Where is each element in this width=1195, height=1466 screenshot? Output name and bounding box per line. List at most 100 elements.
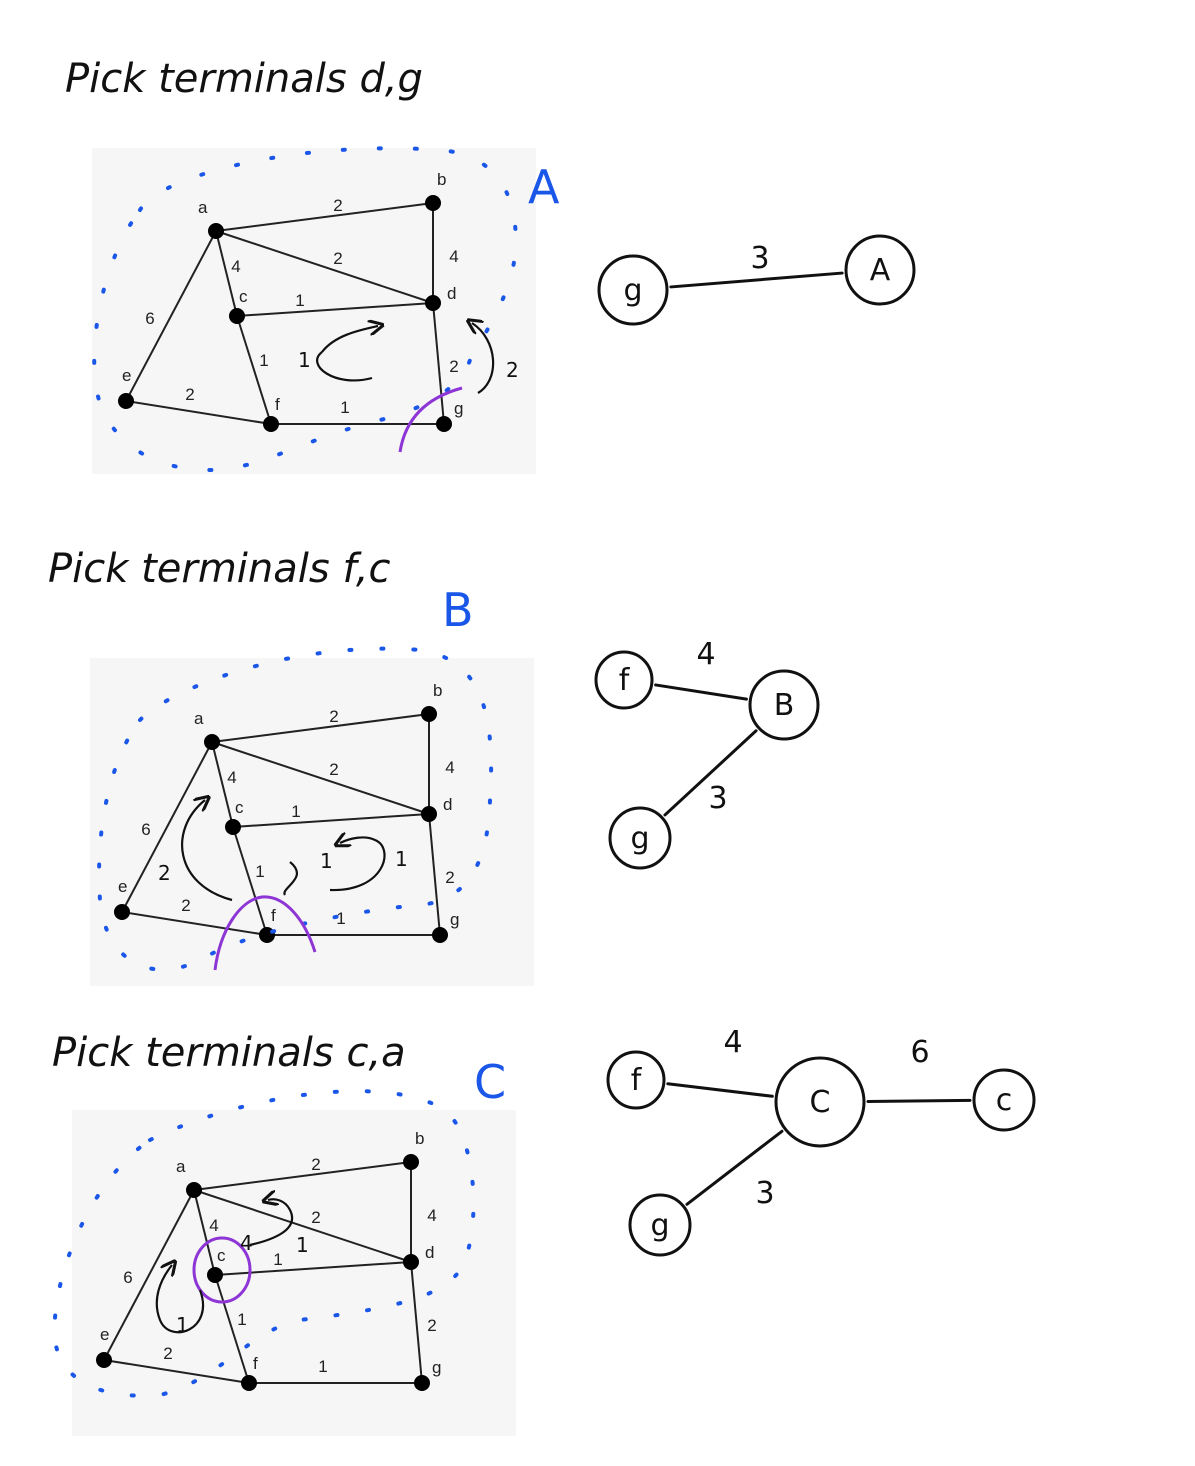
node-label: f	[271, 906, 276, 925]
edge-weight: 4	[231, 257, 240, 276]
graph-node	[403, 1154, 419, 1170]
cluster-label: C	[474, 1055, 506, 1109]
graph-edge	[214, 1274, 250, 1384]
tree-edge	[685, 1129, 784, 1206]
graph-edge	[236, 315, 272, 425]
graph-edge	[103, 1189, 195, 1361]
annotation: 2	[506, 358, 519, 382]
graph-edge	[215, 202, 434, 232]
tree-node-label: c	[996, 1083, 1013, 1118]
tree-edge-weight: 4	[696, 637, 715, 672]
node-label: a	[194, 709, 204, 728]
node-label: e	[122, 366, 131, 385]
edge-weight: 1	[318, 1357, 327, 1376]
cluster-label: A	[528, 160, 560, 214]
edge-weight: 4	[427, 1206, 436, 1225]
tree-edge-weight: 3	[750, 241, 769, 276]
edge-weight: 6	[123, 1268, 132, 1287]
annotation-loop	[155, 1265, 204, 1334]
edge-weight: 1	[291, 802, 300, 821]
tree-node	[628, 1193, 692, 1257]
node-label: d	[425, 1243, 434, 1262]
edge-weight: 1	[273, 1250, 282, 1269]
annotation-loop	[329, 837, 386, 892]
tree-node	[748, 669, 820, 741]
edge-weight: 4	[445, 758, 454, 777]
graph-edge	[125, 400, 272, 425]
edge-weight: 2	[427, 1316, 436, 1335]
graph-edge	[211, 713, 430, 743]
graph-node	[229, 308, 245, 324]
annotation: 2	[158, 861, 171, 885]
graph-edge	[215, 230, 434, 304]
node-label: d	[447, 284, 456, 303]
node-label: c	[217, 1246, 226, 1265]
annotation: 1	[296, 1233, 309, 1257]
cluster-label: B	[442, 583, 474, 637]
node-label: g	[454, 399, 463, 418]
graph-edge	[103, 1359, 250, 1384]
edge-weight: 1	[295, 291, 304, 310]
graph-node	[263, 416, 279, 432]
node-label: b	[415, 1129, 424, 1148]
annotation-loop	[181, 800, 233, 902]
edge-weight: 1	[237, 1310, 246, 1329]
tree-edge-weight: 3	[708, 781, 727, 816]
graph-node	[414, 1375, 430, 1391]
graph-node	[259, 927, 275, 943]
tree-edge	[666, 1082, 774, 1098]
cluster-boundary	[97, 646, 494, 972]
node-label: f	[275, 395, 280, 414]
graph-node	[204, 734, 220, 750]
tree-node	[844, 234, 916, 306]
graph-node	[96, 1352, 112, 1368]
tree-node-label: A	[870, 253, 891, 288]
annotation: 4	[240, 1231, 253, 1255]
step-1-title: Pick terminals d,g	[65, 56, 423, 102]
graph-edge	[236, 302, 434, 317]
cut-arc	[398, 386, 463, 453]
graph-edge	[410, 1261, 423, 1384]
edge-weight: 2	[333, 249, 342, 268]
tree-edge-weight: 3	[755, 1176, 774, 1211]
tree-node-label: B	[774, 688, 795, 723]
edge-weight: 4	[227, 768, 236, 787]
graph-edge	[121, 741, 213, 913]
tree-node-label: C	[810, 1085, 831, 1120]
graph-edge	[211, 741, 234, 828]
graph-edge	[432, 302, 445, 425]
graph-node	[403, 1254, 419, 1270]
graph-node	[432, 927, 448, 943]
annotation: 1	[320, 849, 333, 873]
node-label: c	[235, 798, 244, 817]
graph-node	[436, 416, 452, 432]
graph-edge	[193, 1189, 412, 1263]
graph-edge	[428, 813, 441, 936]
tree-node	[594, 650, 654, 710]
node-label: g	[432, 1358, 441, 1377]
tree-node-label: f	[631, 1063, 643, 1098]
annotation-loop	[316, 326, 378, 382]
graph-edge	[125, 230, 217, 402]
annotation: 1	[395, 847, 408, 871]
graph-node	[225, 819, 241, 835]
edge-weight: 2	[181, 896, 190, 915]
tree-edge	[866, 1098, 972, 1103]
edge-weight: 1	[336, 909, 345, 928]
node-label: c	[239, 287, 248, 306]
tree: 3gA	[597, 234, 916, 326]
annotation: 1	[298, 348, 311, 372]
tree-node-label: f	[619, 663, 631, 698]
edge-weight: 6	[145, 309, 154, 328]
tree-edge-weight: 4	[723, 1025, 742, 1060]
graph-edge	[214, 1261, 412, 1276]
edge-weight: 1	[259, 351, 268, 370]
graph-node	[208, 223, 224, 239]
edge-weight: 2	[311, 1208, 320, 1227]
